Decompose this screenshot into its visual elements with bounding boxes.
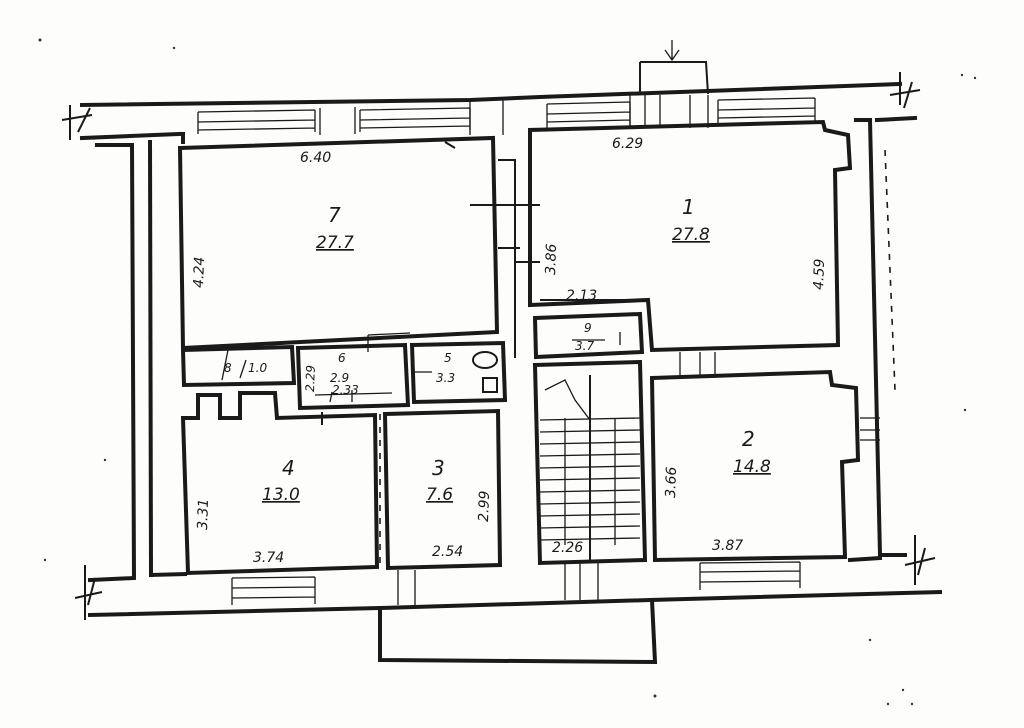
room-1-right-depth: 4.59: [811, 258, 828, 290]
room-9-width: 2.13: [566, 288, 597, 304]
room-3-width: 2.54: [432, 544, 463, 560]
room-7-walls: [177, 135, 515, 351]
room-7-width: 6.40: [300, 150, 331, 166]
room-6-number: 6: [338, 351, 346, 365]
room-7-area: 27.7: [316, 233, 354, 253]
room-4-number: 4: [282, 456, 295, 480]
room-6-width: 2.33: [332, 383, 359, 397]
room-9-area: 3.7: [575, 339, 594, 353]
room-3-depth: 2.99: [476, 490, 493, 522]
room-5-number: 5: [444, 351, 452, 365]
stair-tread: [539, 453, 641, 457]
room-5-walls: [409, 340, 508, 405]
room-4-width: 3.74: [253, 550, 284, 566]
room-3-walls: [379, 408, 503, 571]
room-1-area: 27.8: [672, 225, 710, 245]
room-7-depth: 4.24: [191, 256, 208, 288]
room-2-number: 2: [742, 427, 755, 451]
windows: [197, 95, 880, 605]
scan-specks: [38, 38, 977, 706]
room-4-depth: 3.31: [195, 498, 212, 530]
staircase: [532, 359, 648, 566]
stair-tread: [539, 477, 641, 481]
room-1-left-depth: 3.86: [543, 243, 560, 275]
sink-icon: [482, 377, 498, 393]
room-5-area: 3.3: [436, 371, 455, 385]
room-4-walls: [180, 391, 380, 576]
room-2-depth: 3.66: [663, 466, 680, 498]
room-8-number: 8: [224, 361, 232, 375]
stair-tread: [539, 465, 641, 469]
room-8-area: 1.0: [248, 361, 267, 375]
room-6-area: 2.9: [330, 371, 349, 385]
room-1-number: 1: [682, 195, 695, 219]
room-9-number: 9: [584, 321, 592, 335]
stair-tread: [539, 525, 641, 529]
room-1-width: 6.29: [612, 136, 643, 152]
room-2-width: 3.87: [712, 538, 743, 554]
stair-tread: [539, 441, 641, 445]
stair-tread: [539, 537, 641, 541]
room-6-depth: 2.29: [303, 365, 318, 392]
corridor: [498, 159, 520, 358]
room-2-walls: [649, 352, 861, 563]
boundary-line: [884, 149, 896, 391]
room-2-area: 14.8: [733, 457, 771, 477]
room-6-walls: [295, 332, 411, 411]
stair-tread: [539, 429, 641, 433]
stair-tread: [539, 501, 641, 505]
room-9-walls: [532, 311, 645, 360]
toilet-icon: [472, 351, 498, 369]
stair-tread: [539, 513, 641, 517]
outer-walls: [61, 40, 943, 665]
room-3-number: 3: [432, 456, 445, 480]
room-4-area: 13.0: [262, 485, 300, 505]
room-1-walls: [515, 119, 853, 353]
labels: 7 27.7 6.40 4.24 1 27.8 6.29 3.86 4.59 2…: [191, 136, 828, 566]
room-7-number: 7: [328, 203, 341, 227]
room-3-area: 7.6: [426, 485, 453, 505]
room-8-walls: [180, 344, 297, 388]
stair-width: 2.26: [552, 540, 583, 556]
stair-tread: [539, 489, 641, 493]
